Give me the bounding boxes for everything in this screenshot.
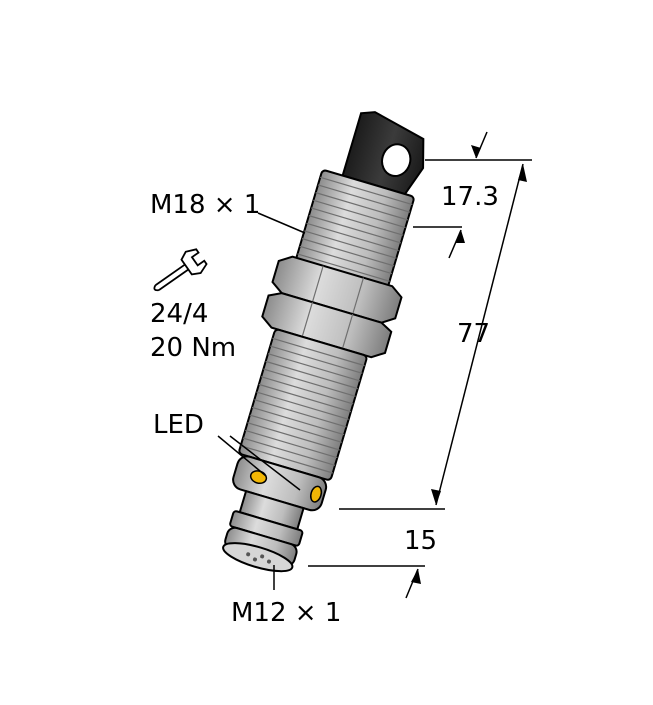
led-indicator-right [310, 485, 323, 503]
m12-connector [222, 489, 305, 573]
sensor-body [222, 111, 425, 573]
led-ring [232, 455, 328, 512]
torque-size-label: 24/4 [150, 299, 208, 329]
wrench-icon [153, 248, 208, 292]
hex-nut-lower [261, 292, 393, 359]
torque-value-label: 20 Nm [150, 333, 236, 363]
thread-top-label: M18 × 1 [150, 190, 260, 220]
thread-lower [238, 328, 368, 481]
thread-upper [294, 169, 415, 293]
dimension-connector-label: 15 [404, 526, 437, 556]
dimension-lines [217, 131, 532, 599]
mounting-head [341, 111, 425, 196]
hex-nut-upper [271, 255, 403, 324]
led-label: LED [153, 410, 204, 440]
dimension-head-label: 17.3 [441, 182, 499, 212]
thread-bottom-label: M12 × 1 [231, 598, 341, 628]
dimension-total-label: 77 [457, 319, 490, 349]
dimension-arrowheads [411, 145, 527, 584]
